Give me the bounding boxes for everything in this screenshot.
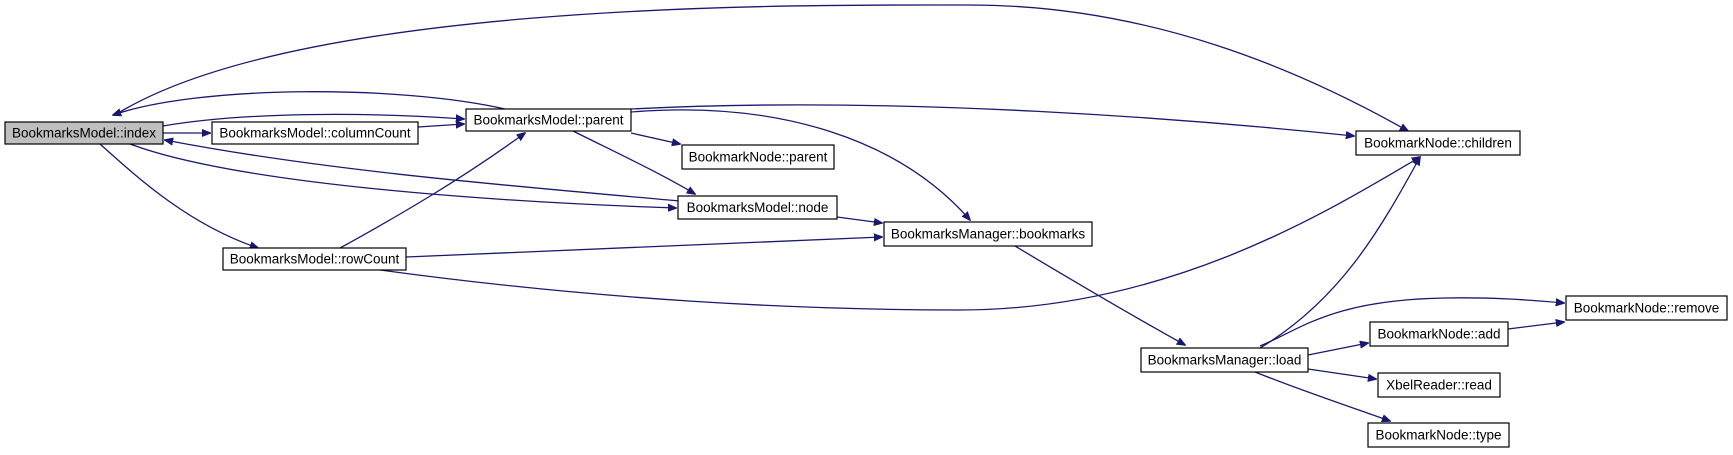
edge-parent-to-node [572,130,695,194]
node-box [1369,321,1509,347]
node-box [1377,372,1501,398]
edge-index-to-parent [162,113,464,127]
node-label: XbelReader::read [1386,378,1492,393]
node-box [681,144,835,170]
edges [99,4,1564,421]
edge-load-to-children [1259,157,1420,349]
edge-parent-to-nodeParent [630,132,680,144]
node-label: BookmarksModel::columnCount [219,126,411,141]
edge-index-to-node [129,143,676,208]
node-label: BookmarksModel::rowCount [230,252,400,267]
node-nodeParent[interactable]: BookmarkNode::parent [681,144,835,170]
edge-node-to-index [165,140,681,202]
edge-rowCount-to-parent [339,133,525,249]
edge-node-to-bookmarks [836,216,882,223]
node-label: BookmarksModel::node [687,200,829,215]
edge-columnCount-to-parent [417,124,464,127]
node-label: BookmarksManager::bookmarks [891,227,1086,242]
node-box [1565,295,1728,321]
node-read[interactable]: XbelReader::read [1377,372,1501,398]
edge-index-to-children [114,4,1408,131]
edge-load-to-remove [1259,297,1564,347]
node-columnCount[interactable]: BookmarksModel::columnCount [211,121,419,145]
node-label: BookmarkNode::parent [689,150,828,165]
node-label: BookmarkNode::remove [1574,301,1720,316]
node-label: BookmarksModel::index [12,126,156,141]
node-node[interactable]: BookmarksModel::node [677,195,838,220]
edge-add-to-remove [1507,322,1564,330]
edge-bookmarks-to-load [1014,245,1185,345]
node-label: BookmarkNode::children [1364,136,1512,151]
node-box [211,121,419,145]
node-remove[interactable]: BookmarkNode::remove [1565,295,1728,321]
edge-parent-to-index [113,91,506,115]
node-label: BookmarksModel::parent [473,113,623,128]
edge-load-to-type [1254,371,1390,421]
node-box [883,221,1093,247]
node-box [465,108,632,132]
edge-index-to-rowCount [99,143,258,248]
node-box [1355,130,1521,156]
edge-parent-to-children [630,104,1354,136]
node-children[interactable]: BookmarkNode::children [1355,130,1521,156]
node-box [677,195,838,220]
node-box [222,247,407,271]
node-box [4,121,164,145]
node-label: BookmarkNode::add [1377,327,1500,342]
node-box [1367,422,1510,448]
node-box [1140,347,1309,373]
edge-load-to-add [1307,343,1368,356]
node-rowCount[interactable]: BookmarksModel::rowCount [222,247,407,271]
node-bookmarks[interactable]: BookmarksManager::bookmarks [883,221,1093,247]
node-index[interactable]: BookmarksModel::index [4,121,164,145]
edge-load-to-read [1307,368,1376,379]
node-label: BookmarksManager::load [1148,353,1302,368]
nodes: BookmarksModel::index BookmarksModel::col… [4,108,1728,448]
node-type[interactable]: BookmarkNode::type [1367,422,1510,448]
node-load[interactable]: BookmarksManager::load [1140,347,1309,373]
edge-rowCount-to-bookmarks [405,237,882,258]
edge-parent-to-bookmarks [630,109,970,220]
node-label: BookmarkNode::type [1375,428,1501,443]
edge-rowCount-to-children [379,157,1420,311]
node-add[interactable]: BookmarkNode::add [1369,321,1509,347]
node-parent[interactable]: BookmarksModel::parent [465,108,632,132]
